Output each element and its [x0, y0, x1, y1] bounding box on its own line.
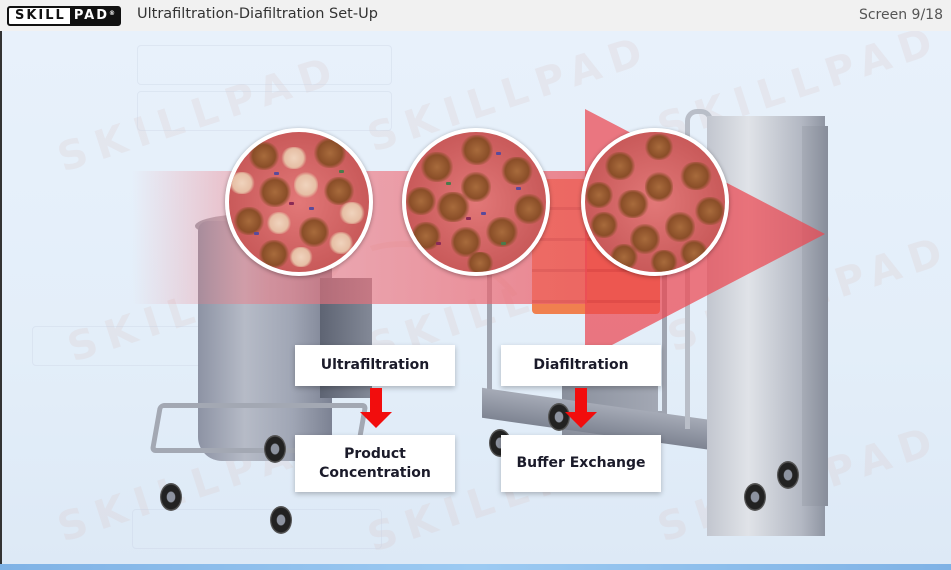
- diafiltration-label: Diafiltration: [501, 345, 661, 386]
- screen-counter: Screen 9/18: [858, 7, 943, 23]
- magnified-view-middle: [402, 128, 550, 276]
- down-arrow-icon: [565, 388, 597, 430]
- bottom-bar: [0, 564, 951, 570]
- logo-skill: SKILL: [9, 8, 70, 24]
- ghost-panel: [137, 45, 392, 85]
- ultrafiltration-label: Ultrafiltration: [295, 345, 455, 386]
- title-bar: SKILL PAD® Ultrafiltration-Diafiltration…: [0, 0, 951, 31]
- logo-pad-text: PAD: [73, 8, 110, 23]
- wheel: [744, 483, 766, 511]
- product-concentration-label: Product Concentration: [295, 435, 455, 492]
- page-title: Ultrafiltration-Diafiltration Set-Up: [137, 6, 378, 22]
- wheel: [264, 435, 286, 463]
- registered-mark: ®: [109, 10, 116, 17]
- wheel: [270, 506, 292, 534]
- wheel: [548, 403, 570, 431]
- skillpad-logo: SKILL PAD®: [7, 6, 122, 26]
- wheel: [160, 483, 182, 511]
- content-stage: SKILLPAD SKILLPAD SKILLPAD SKILLPAD SKIL…: [0, 31, 951, 564]
- down-arrow-icon: [360, 388, 392, 430]
- logo-pad: PAD®: [69, 8, 120, 24]
- ghost-panel: [132, 509, 382, 549]
- buffer-exchange-label: Buffer Exchange: [501, 435, 661, 492]
- ghost-panel: [137, 91, 392, 131]
- magnified-view-start: [225, 128, 373, 276]
- wheel: [777, 461, 799, 489]
- magnified-view-end: [581, 128, 729, 276]
